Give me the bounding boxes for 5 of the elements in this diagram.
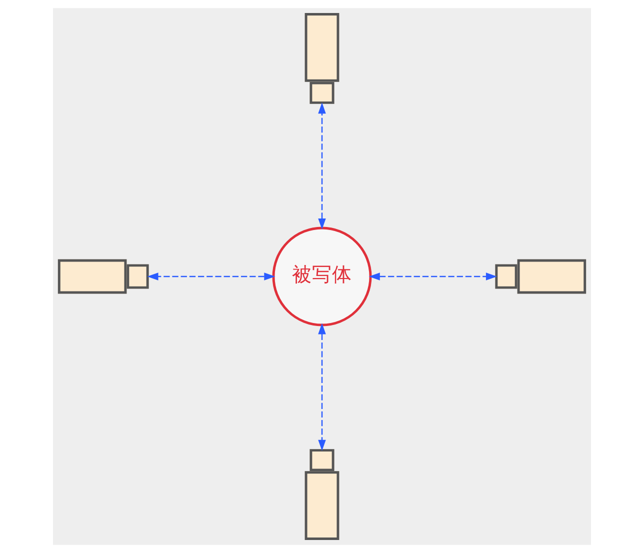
arrow (318, 323, 326, 451)
arrow (368, 272, 498, 280)
node-circle: 被写体 (272, 226, 372, 326)
arrow (318, 102, 326, 230)
arrow (147, 272, 276, 280)
